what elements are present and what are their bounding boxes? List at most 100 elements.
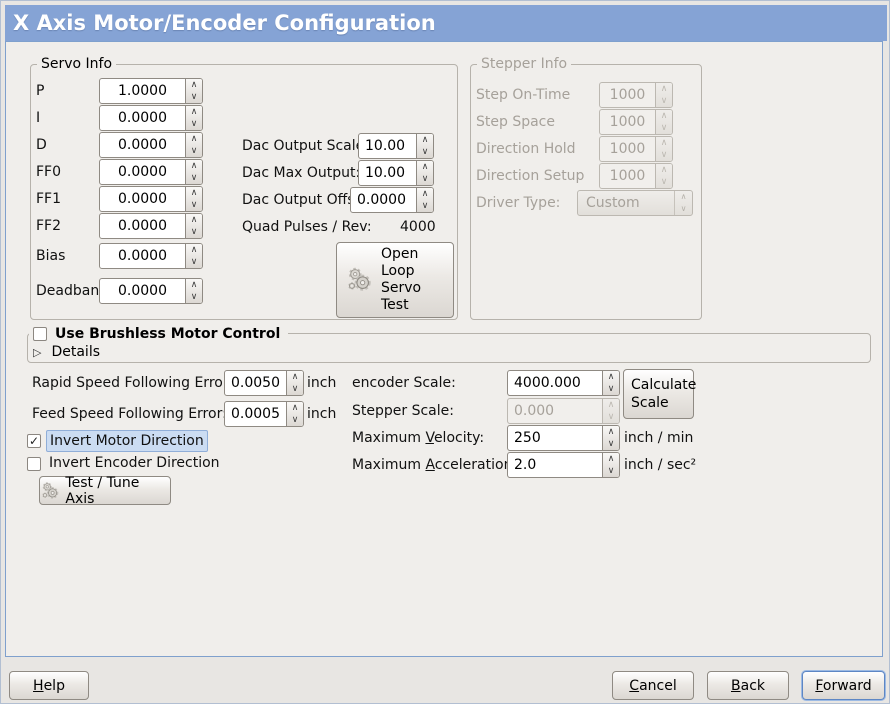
spin-down-icon[interactable]: ∨ xyxy=(607,465,615,476)
feed-spin-buttons[interactable]: ∧∨ xyxy=(286,402,303,426)
spin-up-icon[interactable]: ∧ xyxy=(190,214,198,225)
ff2-value[interactable]: 0.0000 xyxy=(118,218,167,234)
ff0-spinbox[interactable]: 0.0000 ∧∨ xyxy=(99,159,203,185)
d-spin-buttons[interactable]: ∧∨ xyxy=(185,133,202,157)
spin-up-icon[interactable]: ∧ xyxy=(190,79,198,90)
dac-output-offset-spinbox[interactable]: 0.0000 ∧∨ xyxy=(350,187,434,213)
rapid-spin-buttons[interactable]: ∧∨ xyxy=(286,371,303,395)
spin-up-icon[interactable]: ∧ xyxy=(190,160,198,171)
dac-offset-spin-buttons[interactable]: ∧∨ xyxy=(416,188,433,212)
dac-output-scale-spinbox[interactable]: 10.00 ∧∨ xyxy=(358,133,434,159)
spin-down-icon[interactable]: ∨ xyxy=(190,145,198,156)
calculate-scale-button[interactable]: Calculate Scale xyxy=(623,369,696,419)
i-spin-buttons[interactable]: ∧∨ xyxy=(185,106,202,130)
spin-down-icon[interactable]: ∨ xyxy=(190,256,198,267)
p-spin-buttons[interactable]: ∧∨ xyxy=(185,79,202,103)
spin-up-icon[interactable]: ∧ xyxy=(190,279,198,290)
bias-spinbox[interactable]: 0.0000 ∧∨ xyxy=(99,243,203,269)
p-spinbox[interactable]: 1.0000 ∧∨ xyxy=(99,78,203,104)
forward-button[interactable]: Forward xyxy=(802,671,885,700)
details-expander[interactable]: ▷ Details xyxy=(33,343,100,361)
feed-following-error-value[interactable]: 0.0005 xyxy=(231,406,280,422)
spin-up-icon[interactable]: ∧ xyxy=(607,371,615,382)
maximum-velocity-value[interactable]: 250 xyxy=(514,430,541,446)
encoder-scale-spin-buttons[interactable]: ∧∨ xyxy=(602,371,619,395)
maximum-velocity-spinbox[interactable]: 250 ∧∨ xyxy=(507,425,620,451)
ff2-spinbox[interactable]: 0.0000 ∧∨ xyxy=(99,213,203,239)
spin-up-icon[interactable]: ∧ xyxy=(190,106,198,117)
bias-spin-buttons[interactable]: ∧∨ xyxy=(185,244,202,268)
expander-triangle-icon[interactable]: ▷ xyxy=(33,345,42,359)
ff2-spin-buttons[interactable]: ∧∨ xyxy=(185,214,202,238)
rapid-following-error-value[interactable]: 0.0050 xyxy=(231,375,280,391)
spin-down-icon[interactable]: ∨ xyxy=(607,383,615,394)
spin-up-icon[interactable]: ∧ xyxy=(607,453,615,464)
i-value[interactable]: 0.0000 xyxy=(118,110,167,126)
details-label[interactable]: Details xyxy=(51,344,101,360)
spin-down-icon[interactable]: ∨ xyxy=(190,226,198,237)
spin-up-icon[interactable]: ∧ xyxy=(190,133,198,144)
brushless-checkbox[interactable] xyxy=(33,326,47,341)
help-button[interactable]: Help xyxy=(9,671,89,700)
spin-down-icon[interactable]: ∨ xyxy=(190,91,198,102)
encoder-scale-spinbox[interactable]: 4000.000 ∧∨ xyxy=(507,370,620,396)
encoder-scale-value[interactable]: 4000.000 xyxy=(514,375,581,391)
maximum-acceleration-spinbox[interactable]: 2.0 ∧∨ xyxy=(507,452,620,478)
rapid-following-error-spinbox[interactable]: 0.0050 ∧∨ xyxy=(224,370,304,396)
dac-max-spin-buttons[interactable]: ∧∨ xyxy=(416,161,433,185)
dac-max-output-spinbox[interactable]: 10.00 ∧∨ xyxy=(358,160,434,186)
p-value[interactable]: 1.0000 xyxy=(118,83,167,99)
test-tune-axis-button[interactable]: Test / Tune Axis xyxy=(39,475,171,507)
spin-up-icon[interactable]: ∧ xyxy=(421,134,429,145)
back-button[interactable]: Back xyxy=(707,671,789,700)
i-spinbox[interactable]: 0.0000 ∧∨ xyxy=(99,105,203,131)
dac-output-scale-value[interactable]: 10.00 xyxy=(365,138,406,154)
spin-up-icon[interactable]: ∧ xyxy=(190,187,198,198)
step-on-time-spin-buttons: ∧∨ xyxy=(655,83,672,107)
spin-up-icon[interactable]: ∧ xyxy=(607,426,615,437)
spin-down-icon[interactable]: ∨ xyxy=(190,291,198,302)
ff1-value[interactable]: 0.0000 xyxy=(118,191,167,207)
spin-down-icon[interactable]: ∨ xyxy=(190,118,198,129)
spin-up-icon[interactable]: ∧ xyxy=(421,161,429,172)
ff1-spin-buttons[interactable]: ∧∨ xyxy=(185,187,202,211)
spin-up-icon[interactable]: ∧ xyxy=(291,402,299,413)
dac-max-output-value[interactable]: 10.00 xyxy=(365,165,406,181)
ff0-value[interactable]: 0.0000 xyxy=(118,164,167,180)
deadband-spin-buttons[interactable]: ∧∨ xyxy=(185,279,202,303)
acceleration-spin-buttons[interactable]: ∧∨ xyxy=(602,453,619,477)
dac-output-offset-value[interactable]: 0.0000 xyxy=(357,192,406,208)
invert-encoder-direction-checkbox[interactable] xyxy=(27,457,41,471)
spin-down-icon[interactable]: ∨ xyxy=(421,173,429,184)
spin-up-icon[interactable]: ∧ xyxy=(291,371,299,382)
spin-down-icon[interactable]: ∨ xyxy=(421,200,429,211)
spin-down-icon[interactable]: ∨ xyxy=(607,438,615,449)
velocity-spin-buttons[interactable]: ∧∨ xyxy=(602,426,619,450)
ff1-spinbox[interactable]: 0.0000 ∧∨ xyxy=(99,186,203,212)
ff0-spin-buttons[interactable]: ∧∨ xyxy=(185,160,202,184)
invert-encoder-direction-label[interactable]: Invert Encoder Direction xyxy=(49,455,220,471)
cancel-button[interactable]: Cancel xyxy=(612,671,694,700)
spin-down-icon[interactable]: ∨ xyxy=(190,172,198,183)
brushless-checkbox-row[interactable]: Use Brushless Motor Control xyxy=(29,325,289,342)
driver-type-label: Driver Type: xyxy=(476,195,561,211)
spin-down-icon[interactable]: ∨ xyxy=(291,414,299,425)
open-loop-servo-test-button[interactable]: Open Loop Servo Test xyxy=(336,242,454,318)
driver-type-combobox: Custom ∧∨ xyxy=(577,190,693,216)
feed-following-error-spinbox[interactable]: 0.0005 ∧∨ xyxy=(224,401,304,427)
d-value[interactable]: 0.0000 xyxy=(118,137,167,153)
d-spinbox[interactable]: 0.0000 ∧∨ xyxy=(99,132,203,158)
deadband-value[interactable]: 0.0000 xyxy=(118,283,167,299)
spin-up-icon[interactable]: ∧ xyxy=(421,188,429,199)
brushless-checkbox-label[interactable]: Use Brushless Motor Control xyxy=(55,325,281,342)
spin-down-icon[interactable]: ∨ xyxy=(291,383,299,394)
dac-scale-spin-buttons[interactable]: ∧∨ xyxy=(416,134,433,158)
bias-value[interactable]: 0.0000 xyxy=(118,248,167,264)
maximum-acceleration-value[interactable]: 2.0 xyxy=(514,457,537,473)
spin-down-icon[interactable]: ∨ xyxy=(421,146,429,157)
deadband-spinbox[interactable]: 0.0000 ∧∨ xyxy=(99,278,203,304)
spin-down-icon[interactable]: ∨ xyxy=(190,199,198,210)
invert-motor-direction-checkbox[interactable]: ✓ xyxy=(27,434,41,448)
spin-up-icon[interactable]: ∧ xyxy=(190,244,198,255)
invert-motor-direction-label[interactable]: Invert Motor Direction xyxy=(46,430,208,452)
